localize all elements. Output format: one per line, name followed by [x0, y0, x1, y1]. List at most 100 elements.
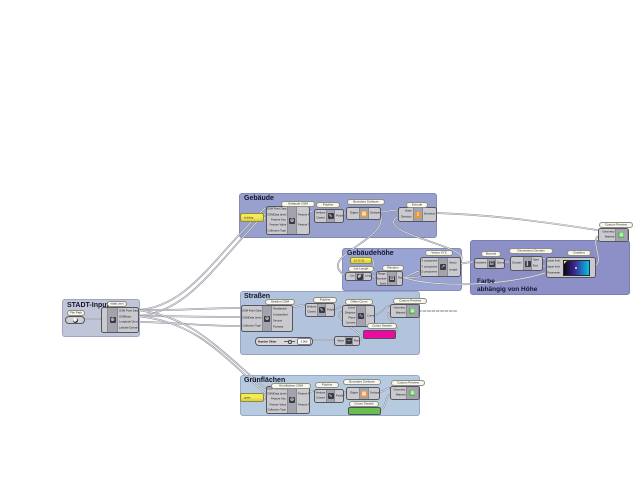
colour-swatch-green[interactable] — [348, 407, 381, 415]
gebaeude-panel[interactable]: building — [240, 213, 264, 222]
group-title-farbe-2: abhängig von Höhe — [477, 286, 538, 293]
osm-location-component[interactable]: ⊕ OSM Point Data OSMData Longitude Domai… — [101, 307, 139, 333]
port-in: OSM Point Data — [242, 309, 261, 313]
deconstruct-domain-component[interactable]: Domain ∥ Start End — [510, 256, 543, 271]
port-in: Feature Key — [271, 398, 286, 402]
hoehe-panel[interactable]: 10 To 30 — [350, 257, 372, 264]
random-component[interactable]: Range Number Seed ⚄ Random — [376, 271, 403, 286]
gradient-grip[interactable] — [575, 266, 577, 269]
wire-stadt-to-gebaeude-2 — [137, 213, 266, 317]
group-gruenflaechen[interactable]: Grünflächen Grünflächen OSM grass OSM Po… — [240, 375, 425, 416]
port-in: Feature Value — [269, 403, 286, 407]
port-in: OSMData (tree) — [267, 213, 286, 217]
port-in: Edges — [350, 391, 358, 395]
negative-component[interactable]: Value − Result — [334, 336, 360, 346]
polyline-capsule: Polyline — [313, 297, 337, 303]
port-in: Collection Type — [267, 408, 286, 412]
gebaeude-osm-component[interactable]: OSM Point Data OSMData (tree) Feature Ke… — [266, 206, 310, 235]
gebaeude-extrude-component[interactable]: Base Direction ↥ Extrusion — [398, 207, 437, 222]
port-out: Residential — [273, 307, 287, 311]
custom-preview-capsule: Custom Preview — [599, 222, 633, 228]
gruen-panel[interactable]: grass — [240, 393, 264, 402]
gruen-polyline-component[interactable]: Vertices Closed ∿ Polyline — [314, 389, 344, 403]
list-length-capsule: List Length — [348, 266, 374, 272]
port-out: Surfaces — [370, 391, 379, 395]
gruen-custom-preview-component[interactable]: Geometry Material ▦ — [390, 386, 420, 400]
slider-grip[interactable] — [288, 339, 293, 344]
gruen-boundary-component[interactable]: Edges ▦ Surfaces — [346, 387, 380, 400]
custom-preview-capsule: Custom Preview — [391, 380, 425, 386]
port-in: Z component — [421, 271, 437, 274]
file-path-param[interactable]: ● — [65, 316, 85, 324]
wire-extrusion-to-preview — [435, 212, 598, 231]
port-in: Geometry — [393, 388, 405, 392]
offset-icon: ∿ — [358, 313, 364, 319]
extrude-capsule: Extrude — [406, 202, 428, 208]
strassen-osm-component[interactable]: OSM Point Data OSMData (tree) Collection… — [241, 305, 293, 332]
colour-swatch-magenta[interactable] — [363, 330, 396, 339]
port-latitude-domain: Latitude Domain — [119, 327, 138, 330]
group-gebaeude[interactable]: Gebäude Gebäude OSM building OSM Point D… — [239, 193, 437, 238]
group-gebaeudehoehe[interactable]: Gebäudehöhe 10 To 30 List Length List # … — [342, 248, 462, 291]
gebaeude-polyline-component[interactable]: Vertices Closed ∿ Polyline — [314, 209, 344, 223]
port-in: Domain — [512, 261, 522, 265]
vector-xyz-component[interactable]: X component Y component Z component ↗ Ve… — [420, 257, 461, 277]
port-in: Direction — [401, 215, 412, 219]
port-in: Closed — [307, 311, 316, 314]
gradient-component[interactable]: Lower limit Upper limit Parameter — [546, 257, 596, 278]
bounds-icon: ⊟ — [488, 260, 495, 267]
gradient-display[interactable] — [562, 259, 590, 276]
slider-track[interactable] — [284, 339, 295, 344]
group-title-stadt: STADT-Input — [67, 302, 109, 309]
port-in: X component — [421, 259, 437, 263]
port-in: Seed — [379, 282, 386, 285]
group-strassen[interactable]: Straßen Straßen OSM OSM Point Data OSMDa… — [240, 291, 427, 355]
port-in: Numbers — [475, 261, 486, 265]
osm-icon: ⊕ — [264, 315, 270, 322]
port-out: Feature Points — [298, 393, 309, 396]
port-out: Domain — [497, 261, 504, 265]
group-farbe[interactable]: Farbe abhängig von Höhe Bounds Numbers ⊟… — [470, 222, 633, 295]
preview-icon: ▦ — [409, 390, 416, 396]
port-longitude-domain: Longitude Domain — [119, 321, 138, 325]
slider-value: 2.000 — [297, 338, 311, 345]
port-in: Y component — [421, 265, 437, 269]
port-in: Base — [405, 209, 412, 213]
farbe-custom-preview-component[interactable]: Geometry Material ▦ — [598, 228, 629, 242]
gradient-capsule: Gradient — [567, 250, 591, 256]
colour-swatch-capsule: Colour Swatch — [367, 323, 397, 329]
gruen-osm-component[interactable]: OSM Point Data OSMData (tree) Feature Ke… — [266, 386, 310, 414]
file-path-capsule: File Path — [67, 310, 85, 316]
port-in: OSM Point Data — [267, 208, 286, 211]
port-in: Plane — [348, 316, 355, 320]
negative-icon: − — [346, 338, 352, 344]
port-in: Corners — [345, 321, 355, 325]
port-osm-point-data: OSM Point Data — [119, 309, 138, 313]
number-slider[interactable]: Number Slider 2.000 — [255, 337, 313, 346]
bounds-component[interactable]: Numbers ⊟ Domain — [474, 258, 505, 269]
list-length-component[interactable]: List # Length — [345, 272, 372, 281]
port-in: Material — [395, 394, 405, 397]
list-length-icon: # — [356, 273, 363, 280]
gebaeude-boundary-component[interactable]: Edges ▦ Surfaces — [346, 207, 381, 220]
port-in: OSM Point Data — [267, 388, 286, 391]
port-out: Polyline — [336, 394, 343, 398]
port-in: Geometry — [393, 306, 405, 310]
slider-name: Number Slider — [258, 340, 277, 343]
port-in: Number — [377, 277, 386, 281]
polyline-icon: ∿ — [327, 213, 334, 219]
port-in: Distance — [344, 311, 355, 315]
port-out: Surfaces — [370, 211, 380, 215]
group-title-farbe-1: Farbe — [477, 278, 495, 285]
port-out: Feature Tags — [298, 224, 309, 227]
port-out: Feature Points — [298, 213, 309, 217]
offset-curve-component[interactable]: Curve Distance Plane Corners ∿ Curve — [342, 305, 375, 327]
strassen-polyline-component[interactable]: Vertices Closed ∿ Polyline — [305, 303, 335, 317]
strassen-custom-preview-component[interactable]: Geometry Material ▦ — [390, 304, 420, 318]
port-in: OSMData (tree) — [242, 316, 261, 320]
port-in: Vertices — [306, 305, 316, 309]
port-in: Vertices — [315, 211, 325, 215]
group-stadt-input[interactable]: STADT-Input stadt.osm File Path ● ⊕ OSM … — [62, 299, 140, 337]
